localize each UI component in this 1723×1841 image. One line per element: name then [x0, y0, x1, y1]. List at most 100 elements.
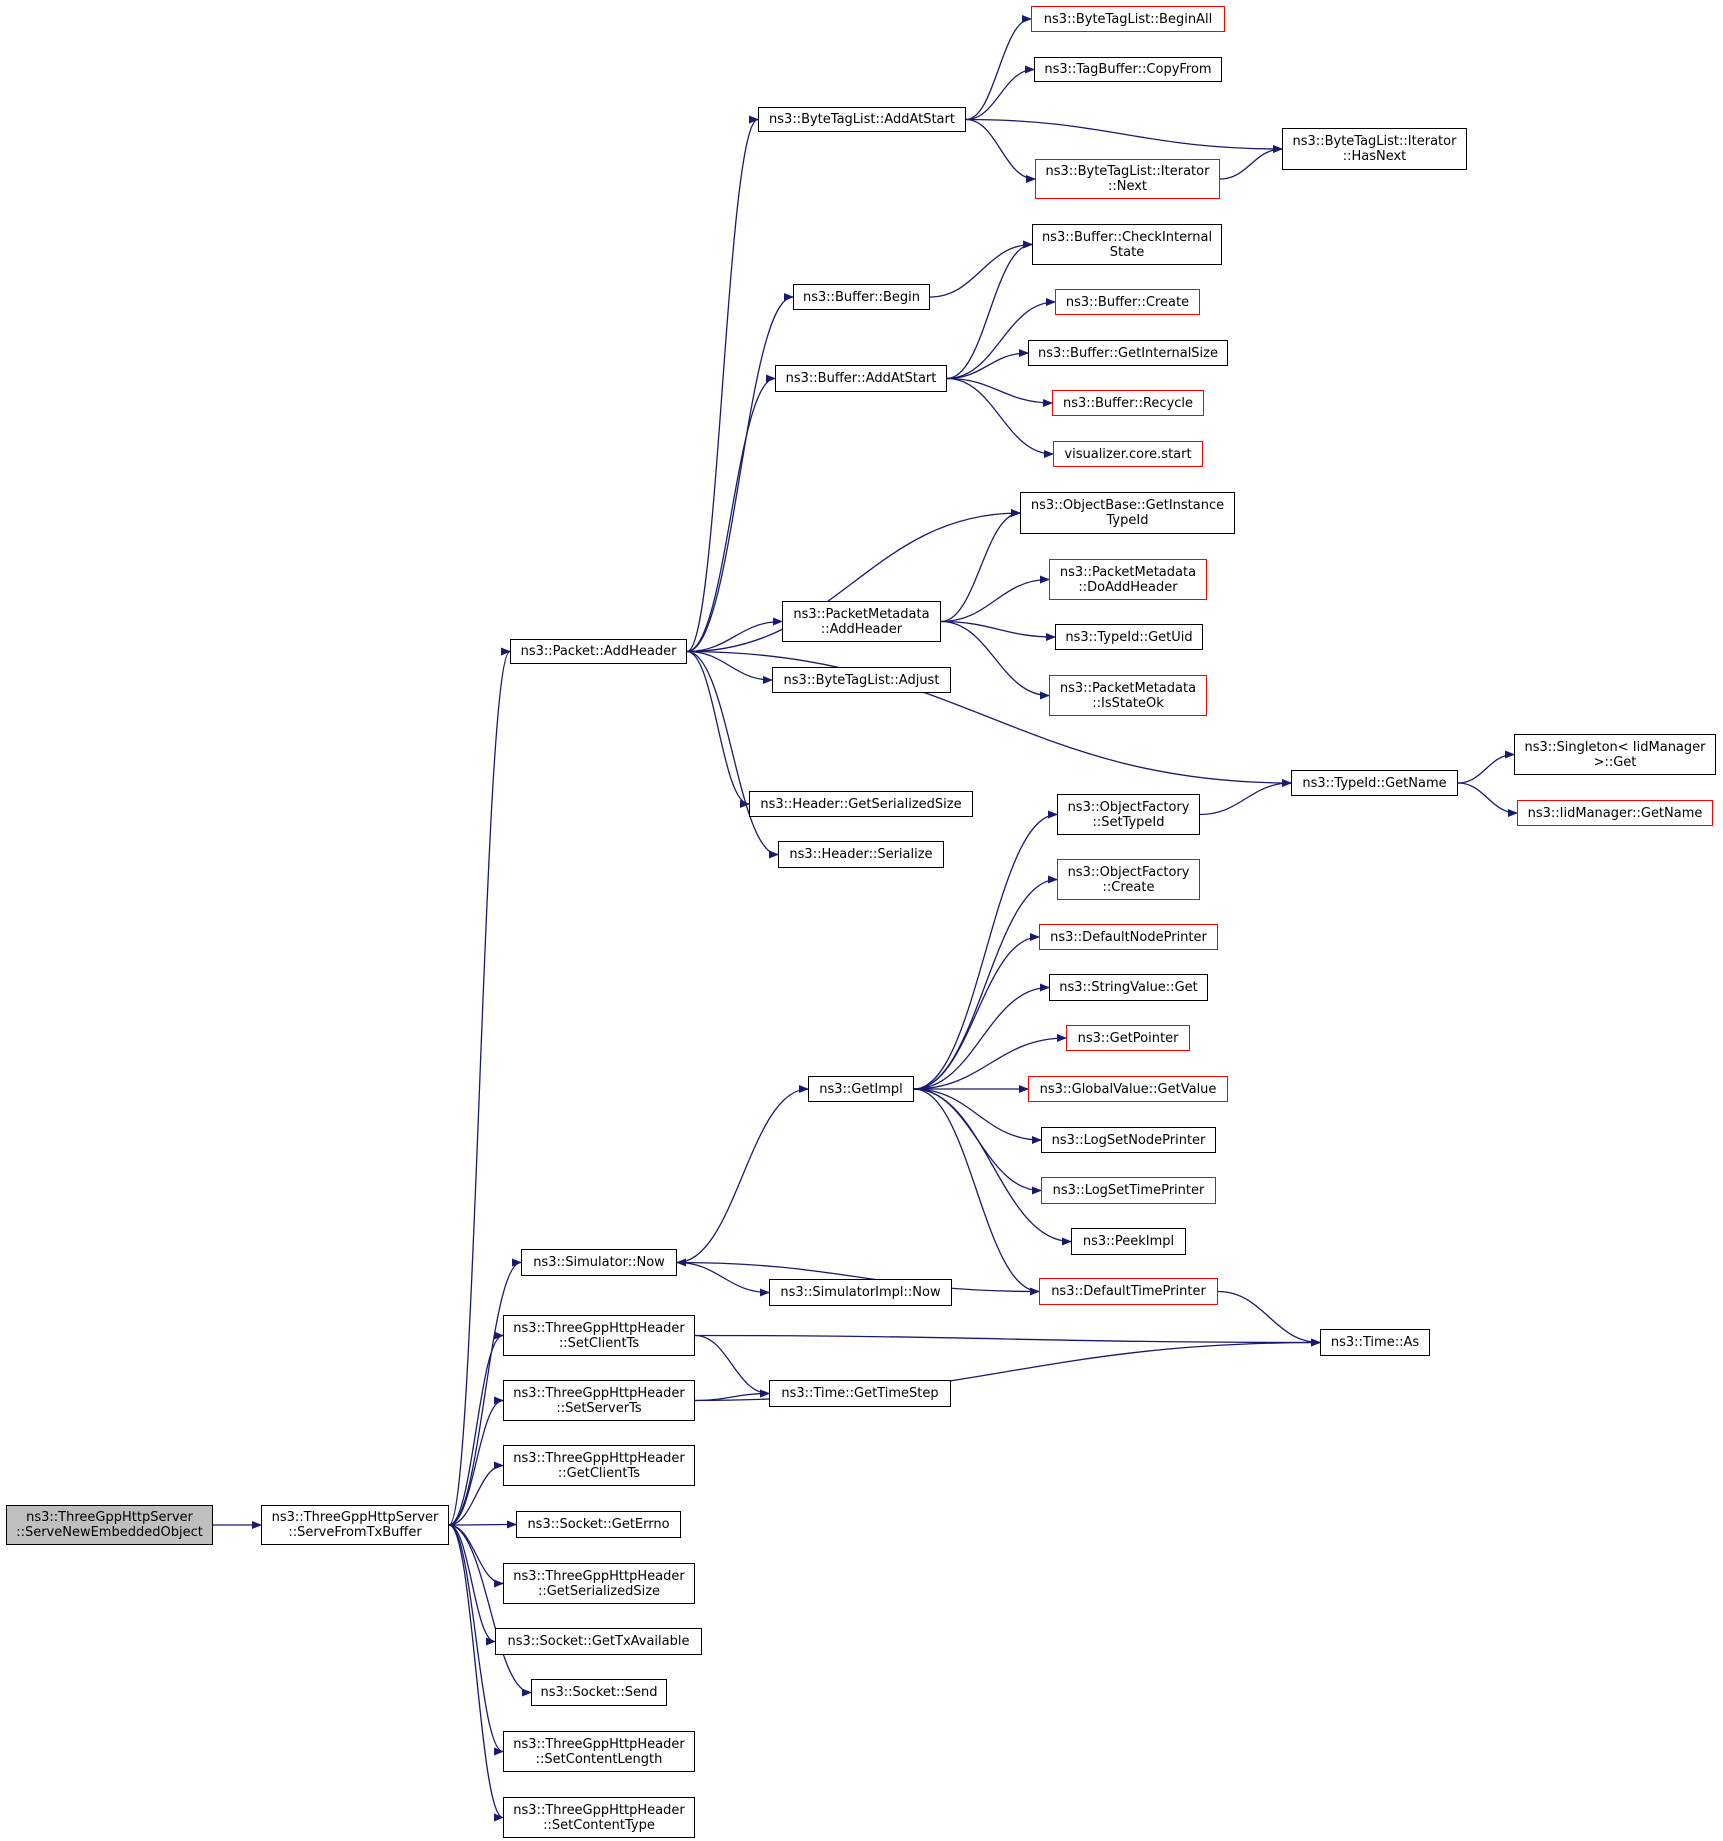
call-edge-serveFromTx-to-setContentType	[448, 1524, 504, 1822]
node-header-serialize[interactable]: ns3::Header::Serialize	[778, 841, 944, 868]
node-threegpphttpserver-servefromtxbuffer[interactable]: ns3::ThreeGppHttpServer ::ServeFromTxBuf…	[261, 1505, 449, 1545]
call-edge-simNow-to-simImplNow	[676, 1261, 770, 1297]
node-buffer-create[interactable]: ns3::Buffer::Create	[1055, 289, 1200, 315]
call-edge-addHeader-to-pmAddHeader	[686, 617, 783, 653]
call-edge-setClientTs-to-timeAs	[694, 1334, 1321, 1347]
node-simulatorimpl-now[interactable]: ns3::SimulatorImpl::Now	[769, 1279, 952, 1306]
node-typeid-getuid[interactable]: ns3::TypeId::GetUid	[1055, 624, 1203, 650]
call-edge-serveFromTx-to-getClientTs	[448, 1461, 504, 1526]
node-getimpl[interactable]: ns3::GetImpl	[808, 1076, 914, 1102]
node-threegpphttpheader-setcontenttype[interactable]: ns3::ThreeGppHttpHeader ::SetContentType	[503, 1797, 695, 1838]
node-threegpphttpheader-getclientts[interactable]: ns3::ThreeGppHttpHeader ::GetClientTs	[503, 1445, 695, 1486]
node-threegpphttpheader-setserverts[interactable]: ns3::ThreeGppHttpHeader ::SetServerTs	[503, 1380, 695, 1421]
node-logsetnodeprinter[interactable]: ns3::LogSetNodePrinter	[1041, 1127, 1216, 1153]
node-header-getserializedsize[interactable]: ns3::Header::GetSerializedSize	[749, 791, 973, 817]
node-packetmetadata-isstateok[interactable]: ns3::PacketMetadata ::IsStateOk	[1049, 675, 1207, 716]
call-edge-addHeader-to-hdrGetSerializedSize	[686, 650, 750, 808]
node-simulator-now[interactable]: ns3::Simulator::Now	[521, 1249, 677, 1276]
node-tagbuffer-copyfrom[interactable]: ns3::TagBuffer::CopyFrom	[1034, 57, 1222, 82]
node-stringvalue-get[interactable]: ns3::StringValue::Get	[1049, 974, 1208, 1001]
call-edge-bufAddAtStart-to-vizStart	[946, 377, 1054, 458]
node-threegpphttpheader-setclientts[interactable]: ns3::ThreeGppHttpHeader ::SetClientTs	[503, 1315, 695, 1356]
call-edge-serveFromTx-to-setClientTs	[448, 1331, 504, 1526]
node-buffer-begin[interactable]: ns3::Buffer::Begin	[793, 284, 930, 310]
call-edge-getImpl-to-getPointer	[913, 1034, 1067, 1090]
node-buffer-recycle[interactable]: ns3::Buffer::Recycle	[1052, 390, 1204, 416]
node-threegpphttpheader-getserializedsize[interactable]: ns3::ThreeGppHttpHeader ::GetSerializedS…	[503, 1563, 695, 1604]
call-edge-setClientTs-to-timeGetTimeStep	[694, 1334, 770, 1398]
call-edge-btlAddAtStart-to-tbCopyFrom	[965, 65, 1035, 121]
call-edge-serveFromTx-to-setServerTs	[448, 1396, 504, 1526]
call-edge-getImpl-to-defaultNodePrinter	[913, 933, 1040, 1090]
node-buffer-addatstart[interactable]: ns3::Buffer::AddAtStart	[775, 365, 947, 392]
node-threegpphttpserver-servenewembeddedobject: ns3::ThreeGppHttpServer ::ServeNewEmbedd…	[6, 1505, 213, 1545]
call-edge-ofSetTypeId-to-typeIdGetName	[1199, 779, 1292, 816]
node-objectfactory-settypeid[interactable]: ns3::ObjectFactory ::SetTypeId	[1057, 794, 1200, 835]
call-edge-bufBegin-to-bufCheckInternal	[929, 240, 1033, 298]
call-edge-pmAddHeader-to-objGetInstanceTypeId	[940, 509, 1021, 623]
call-edge-addHeader-to-btlAdjust	[686, 650, 773, 684]
node-time-gettimestep[interactable]: ns3::Time::GetTimeStep	[769, 1380, 951, 1407]
node-defaultnodeprinter[interactable]: ns3::DefaultNodePrinter	[1039, 924, 1218, 950]
call-edge-addHeader-to-objGetInstanceTypeId	[686, 509, 1021, 653]
node-packetmetadata-doaddheader[interactable]: ns3::PacketMetadata ::DoAddHeader	[1049, 559, 1207, 600]
node-bytetaglist-iterator-next[interactable]: ns3::ByteTagList::Iterator ::Next	[1035, 159, 1220, 199]
node-buffer-checkinternalstate[interactable]: ns3::Buffer::CheckInternal State	[1032, 224, 1222, 265]
call-edge-getImpl-to-logSetNodePrinter	[913, 1088, 1042, 1144]
call-edge-typeIdGetName-to-iidGetName	[1457, 782, 1518, 817]
call-edge-serveFromTx-to-sockGetTxAvailable	[448, 1524, 496, 1646]
call-edge-getImpl-to-ofCreate	[913, 875, 1058, 1090]
call-edge-getImpl-to-stringValueGet	[913, 983, 1050, 1090]
call-edge-addHeader-to-bufAddAtStart	[686, 374, 776, 653]
node-packetmetadata-addheader[interactable]: ns3::PacketMetadata ::AddHeader	[782, 601, 941, 642]
call-edge-getImpl-to-ofSetTypeId	[913, 810, 1058, 1090]
call-edge-addHeader-to-bufBegin	[686, 293, 794, 653]
call-edge-btlAddAtStart-to-btlIterNext	[965, 118, 1036, 183]
node-socket-send[interactable]: ns3::Socket::Send	[531, 1679, 667, 1706]
call-edge-serveFromTx-to-simNow	[448, 1258, 522, 1526]
node-defaulttimeprinter[interactable]: ns3::DefaultTimePrinter	[1039, 1278, 1218, 1305]
call-edge-serveFromTx-to-sockSend	[448, 1524, 532, 1697]
call-edge-bufAddAtStart-to-bufGetInternalSize	[946, 349, 1029, 380]
call-edge-simNow-to-getImpl	[676, 1085, 809, 1264]
node-objectfactory-create[interactable]: ns3::ObjectFactory ::Create	[1057, 859, 1200, 900]
call-edge-pmAddHeader-to-pmIsStateOk	[940, 620, 1050, 700]
node-time-as[interactable]: ns3::Time::As	[1320, 1329, 1430, 1356]
node-singleton-iidmanager-get[interactable]: ns3::Singleton< IidManager >::Get	[1514, 734, 1716, 775]
node-objectbase-getinstancetypeid[interactable]: ns3::ObjectBase::GetInstance TypeId	[1020, 492, 1235, 534]
call-edge-typeIdGetName-to-singletonGet	[1457, 750, 1515, 784]
call-edge-serveFromTx-to-setContentLength	[448, 1524, 504, 1756]
call-edge-getImpl-to-defaultTimePrinter	[913, 1088, 1040, 1296]
call-edge-pmAddHeader-to-pmDoAddHeader	[940, 575, 1050, 623]
node-globalvalue-getvalue[interactable]: ns3::GlobalValue::GetValue	[1028, 1076, 1228, 1102]
node-socket-gettxavailable[interactable]: ns3::Socket::GetTxAvailable	[495, 1628, 702, 1655]
node-bytetaglist-iterator-hasnext[interactable]: ns3::ByteTagList::Iterator ::HasNext	[1282, 128, 1467, 170]
call-edge-serveFromTx-to-sockGetErrno	[448, 1520, 517, 1529]
node-getpointer[interactable]: ns3::GetPointer	[1066, 1025, 1190, 1051]
node-peekimpl[interactable]: ns3::PeekImpl	[1071, 1228, 1186, 1255]
call-edge-pmAddHeader-to-typeIdGetUid	[940, 620, 1056, 641]
node-packet-addheader[interactable]: ns3::Packet::AddHeader	[510, 639, 687, 664]
call-edge-btlAddAtStart-to-btlIterHasNext	[965, 118, 1283, 153]
node-buffer-getinternalsize[interactable]: ns3::Buffer::GetInternalSize	[1028, 340, 1228, 366]
call-edge-defaultTimePrinter-to-simNow	[676, 1258, 1040, 1293]
node-logsettimeprinter[interactable]: ns3::LogSetTimePrinter	[1041, 1177, 1216, 1204]
node-socket-geterrno[interactable]: ns3::Socket::GetErrno	[516, 1511, 681, 1538]
call-edge-btlIterNext-to-btlIterHasNext	[1219, 145, 1283, 180]
node-visualizer-core-start[interactable]: visualizer.core.start	[1053, 441, 1203, 467]
node-typeid-getname[interactable]: ns3::TypeId::GetName	[1291, 770, 1458, 796]
node-threegpphttpheader-setcontentlength[interactable]: ns3::ThreeGppHttpHeader ::SetContentLeng…	[503, 1731, 695, 1772]
node-bytetaglist-beginall[interactable]: ns3::ByteTagList::BeginAll	[1031, 6, 1225, 32]
call-edge-addHeader-to-hdrSerialize	[686, 650, 779, 859]
node-iidmanager-getname[interactable]: ns3::IidManager::GetName	[1517, 800, 1713, 826]
call-edge-bufAddAtStart-to-bufCreate	[946, 298, 1056, 380]
node-bytetaglist-addatstart[interactable]: ns3::ByteTagList::AddAtStart	[758, 107, 966, 132]
node-bytetaglist-adjust[interactable]: ns3::ByteTagList::Adjust	[772, 667, 951, 693]
call-edge-addHeader-to-typeIdGetName	[686, 650, 1292, 787]
call-edge-addHeader-to-btlAddAtStart	[686, 115, 759, 653]
call-edge-bufAddAtStart-to-bufRecycle	[946, 377, 1053, 407]
call-edge-getImpl-to-peekImpl	[913, 1088, 1072, 1246]
call-edge-serveFromTx-to-addHeader	[448, 647, 511, 1526]
